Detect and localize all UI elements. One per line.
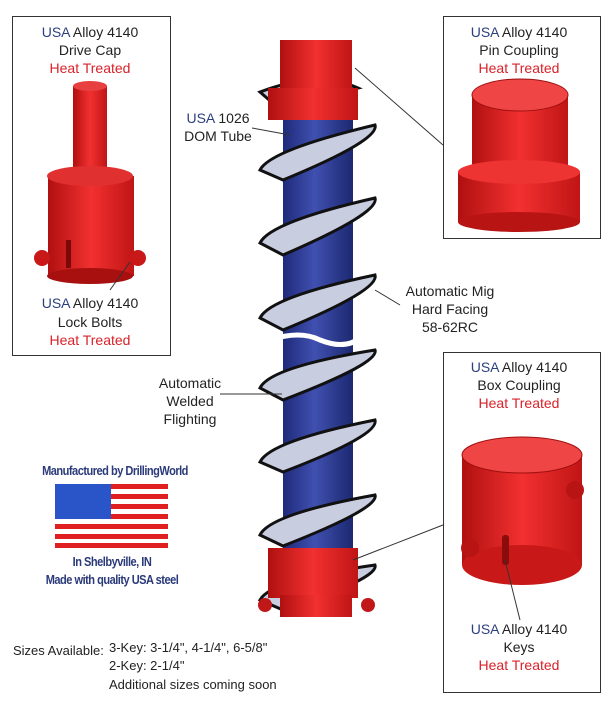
maker-steel: Made with quality USA steel	[45, 572, 179, 587]
lock-bolts-label: Lock Bolts	[57, 314, 123, 330]
box-coupling-label: Box Coupling	[477, 377, 561, 393]
box-coupling-alloy: USA Alloy 4140	[471, 358, 568, 376]
usa-flag-icon	[55, 484, 168, 548]
brand: USA	[41, 24, 70, 40]
drive-cap-alloy: USA Alloy 4140	[42, 23, 139, 41]
hard-facing-line2: Hard Facing	[411, 301, 489, 317]
pin-coupling-alloy: USA Alloy 4140	[471, 23, 568, 41]
maker-location: In Shelbyville, IN	[72, 554, 152, 569]
hard-facing-line1: Automatic Mig	[405, 283, 495, 299]
drive-cap-image	[34, 81, 146, 284]
pin-coupling-box	[443, 16, 601, 239]
box-coupling-image	[461, 436, 584, 585]
brand: USA	[41, 295, 70, 311]
alloy: Alloy 4140	[501, 359, 568, 375]
brand: USA	[470, 621, 499, 637]
lock-bolts-alloy: USA Alloy 4140	[42, 294, 139, 312]
keys-label: Keys	[503, 639, 535, 655]
leader-lines	[109, 67, 521, 621]
drive-cap-treatment: Heat Treated	[49, 60, 131, 76]
grade: 1026	[218, 110, 250, 126]
break-mark	[269, 332, 362, 347]
drive-cap-box	[12, 16, 171, 356]
flighting-line1: Automatic	[158, 375, 222, 391]
sizes-line2: 2-Key: 2-1/4"	[109, 658, 185, 673]
sizes-label: Sizes Available:	[13, 643, 104, 658]
pin-coupling-image	[458, 78, 580, 232]
flighting	[257, 78, 377, 612]
brand: USA	[470, 24, 499, 40]
alloy: Alloy 4140	[501, 24, 568, 40]
pin-coupling-label: Pin Coupling	[479, 42, 559, 58]
keys-alloy: USA Alloy 4140	[471, 620, 568, 638]
alloy: Alloy 4140	[72, 295, 139, 311]
drive-cap-label: Drive Cap	[58, 42, 122, 58]
brand: USA	[186, 110, 215, 126]
lock-bolts-treatment: Heat Treated	[49, 332, 131, 348]
box-coupling-treatment: Heat Treated	[478, 395, 560, 411]
sizes-line3: Additional sizes coming soon	[109, 677, 277, 692]
flighting-line3: Flighting	[163, 411, 217, 427]
brand: USA	[470, 359, 499, 375]
bottom-coupling	[258, 548, 375, 617]
sizes-line1: 3-Key: 3-1/4", 4-1/4", 6-5/8"	[109, 640, 268, 655]
keys-treatment: Heat Treated	[478, 657, 560, 673]
flighting-line2: Welded	[166, 393, 214, 409]
tube-label: DOM Tube	[184, 128, 252, 144]
pin-coupling-treatment: Heat Treated	[478, 60, 560, 76]
box-coupling-box	[443, 352, 601, 693]
top-coupling	[268, 40, 358, 120]
alloy: Alloy 4140	[72, 24, 139, 40]
maker-title: Manufactured by DrillingWorld	[42, 463, 188, 478]
tube-grade: USA 1026	[186, 109, 249, 127]
hard-facing-line3: 58-62RC	[421, 319, 479, 335]
alloy: Alloy 4140	[501, 621, 568, 637]
